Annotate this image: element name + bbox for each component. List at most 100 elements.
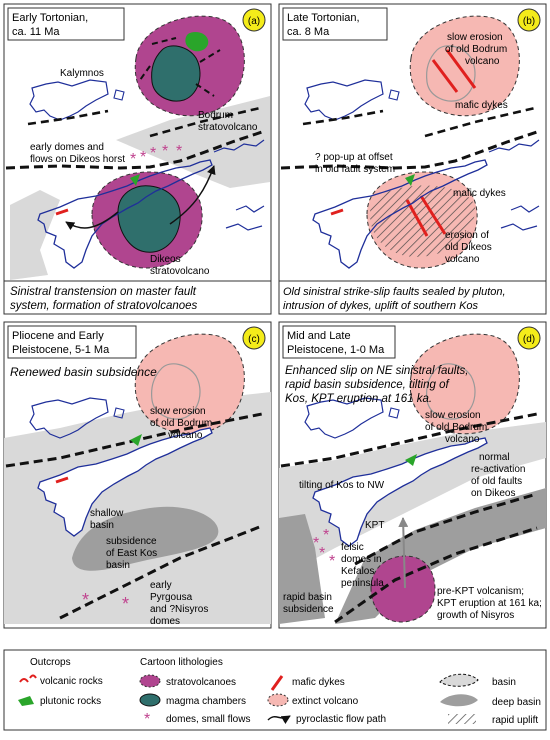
panel-b-title-line2: ca. 8 Ma <box>287 26 330 38</box>
label-dikeos-a-2: stratovolcano <box>150 266 210 277</box>
basin-shape <box>10 190 60 280</box>
svg-text:*: * <box>82 590 89 610</box>
label-d-tilting: tilting of Kos to NW <box>299 480 385 491</box>
panel-c-subtitle: Renewed basin subsidence <box>10 365 157 379</box>
panel-c-title-line2: Pleistocene, 5-1 Ma <box>12 344 110 356</box>
label-b-popup-2: in old fault system <box>315 164 395 175</box>
deep-basin-shape <box>72 506 219 571</box>
panel-a-letter: (a) <box>248 16 260 27</box>
label-d-rapid-2: subsidence <box>283 604 334 615</box>
legend-mafic: mafic dykes <box>292 677 345 688</box>
legend-extinct: extinct volcano <box>292 696 359 707</box>
panel-b-letter: (b) <box>523 16 535 27</box>
label-bodrum-a-2: stratovolcano <box>198 122 258 133</box>
mafic-dyke-icon <box>270 675 284 691</box>
label-b-dikeos-1: erosion of <box>445 230 489 241</box>
label-d-normal-3: of old faults <box>471 476 522 487</box>
pyroclastic-arrow-icon <box>267 715 291 725</box>
label-b-dikeos-3: volcano <box>445 254 480 265</box>
label-c-eastkos-1: subsidence <box>106 536 157 547</box>
label-d-bodrum-1: slow erosion <box>425 410 481 421</box>
bodrum-magma-chamber <box>151 45 201 102</box>
deep-basin-shape <box>279 514 325 624</box>
svg-text:*: * <box>176 143 182 160</box>
label-d-normal-2: re-activation <box>471 464 525 475</box>
legend-strato: stratovolcanoes <box>166 677 236 688</box>
panel-a-title-line2: ca. 11 Ma <box>12 26 60 38</box>
panel-a-caption-1: Sinistral transtension on master fault <box>10 286 197 298</box>
dikeos-magma-chamber <box>117 185 181 253</box>
label-domes-a-2: flows on Dikeos horst <box>30 154 125 165</box>
label-bodrum-a-1: Bodrum <box>198 110 233 121</box>
label-kalymnos: Kalymnos <box>60 68 104 79</box>
nisyros-stratovolcano <box>370 555 436 623</box>
panel-b-caption-1: Old sinistral strike-slip faults sealed … <box>283 286 506 298</box>
label-d-normal-4: on Dikeos <box>471 488 515 499</box>
label-d-rapid-1: rapid basin <box>283 592 332 603</box>
label-d-prekpt-3: growth of Nisyros <box>437 610 514 621</box>
label-c-shallow-1: shallow <box>90 508 124 519</box>
panel-a-caption-2: system, formation of stratovolcanoes <box>10 300 198 312</box>
volcanic-rocks-icon <box>19 674 37 683</box>
label-b-bodrum-1: slow erosion <box>447 32 503 43</box>
label-d-normal-1: normal <box>479 452 510 463</box>
legend-outcrops-title: Outcrops <box>30 657 71 668</box>
label-d-bodrum-3: volcano <box>445 434 480 445</box>
panel-d-title-line1: Mid and Late <box>287 330 351 342</box>
label-c-pyrgousa-1: early <box>150 580 172 591</box>
panel-b: Late Tortonian, ca. 8 Ma (b) slow erosio… <box>278 3 547 315</box>
panel-d-subtitle-3: Kos, KPT eruption at 161 ka. <box>285 393 432 405</box>
label-d-bodrum-2: of old Bodrum <box>425 422 487 433</box>
label-domes-a-1: early domes and <box>30 142 104 153</box>
label-c-bodrum-2: of old Bodrum <box>150 418 212 429</box>
label-c-shallow-2: basin <box>90 520 114 531</box>
label-dikeos-a-1: Dikeos <box>150 254 181 265</box>
panel-b-caption-2: intrusion of dykes, uplift of southern K… <box>283 300 479 312</box>
label-d-felsic-3: Kefalos <box>341 566 374 577</box>
panel-a: ***** Early Tortonian, ca. 11 Ma (a) Kal… <box>3 3 272 315</box>
svg-text:*: * <box>140 149 146 166</box>
basin-shape <box>4 392 271 624</box>
legend-deep: deep basin <box>492 697 541 708</box>
label-d-felsic-2: domes in <box>341 554 382 565</box>
stratovolcano-icon <box>139 674 161 688</box>
label-b-bodrum-3: volcano <box>465 56 500 67</box>
label-d-prekpt-2: KPT eruption at 161 ka; <box>437 598 542 609</box>
svg-text:*: * <box>329 553 335 570</box>
label-c-eastkos-3: basin <box>106 560 130 571</box>
svg-text:*: * <box>319 545 325 562</box>
bodrum-extinct-volcano <box>134 333 245 435</box>
svg-text:*: * <box>323 527 329 544</box>
rapid-uplift-icon <box>448 714 476 724</box>
extinct-volcano-icon <box>267 693 289 707</box>
panel-c: ** Pliocene and Early Pleistocene, 5-1 M… <box>3 321 272 629</box>
label-c-pyrgousa-2: Pyrgousa <box>150 592 193 603</box>
panel-d-title-line2: Pleistocene, 1-0 Ma <box>287 344 385 356</box>
legend-pyro: pyroclastic flow path <box>296 714 386 725</box>
label-c-bodrum-1: slow erosion <box>150 406 206 417</box>
svg-text:*: * <box>130 151 136 168</box>
panel-d-subtitle-1: Enhanced slip on NE sinistral faults, <box>285 365 468 377</box>
domes-icon: * <box>144 711 150 728</box>
panel-a-title-line1: Early Tortonian, <box>12 12 88 24</box>
legend-plutonic: plutonic rocks <box>40 696 101 707</box>
legend-volcanic: volcanic rocks <box>40 676 103 687</box>
legend: Outcrops volcanic rocks plutonic rocks C… <box>3 649 547 731</box>
legend-uplift: rapid uplift <box>492 715 538 726</box>
magma-chamber-icon <box>139 693 161 707</box>
legend-domes: domes, small flows <box>166 714 250 725</box>
svg-text:*: * <box>162 143 168 160</box>
panel-d-subtitle-2: rapid basin subsidence, tilting of <box>285 379 450 391</box>
panel-c-title-line1: Pliocene and Early <box>12 330 104 342</box>
label-b-dikeos-2: old Dikeos <box>445 242 492 253</box>
basin-shape <box>116 96 270 188</box>
svg-text:*: * <box>313 535 319 552</box>
bodrum-extinct-volcano <box>409 333 520 435</box>
svg-text:*: * <box>150 145 156 162</box>
label-b-mafic-1: mafic dykes <box>455 100 508 111</box>
label-b-popup-1: ? pop-up at offset <box>315 152 393 163</box>
label-c-pyrgousa-3: and ?Nisyros <box>150 604 208 615</box>
legend-magma: magma chambers <box>166 696 246 707</box>
panel-c-letter: (c) <box>248 334 260 345</box>
